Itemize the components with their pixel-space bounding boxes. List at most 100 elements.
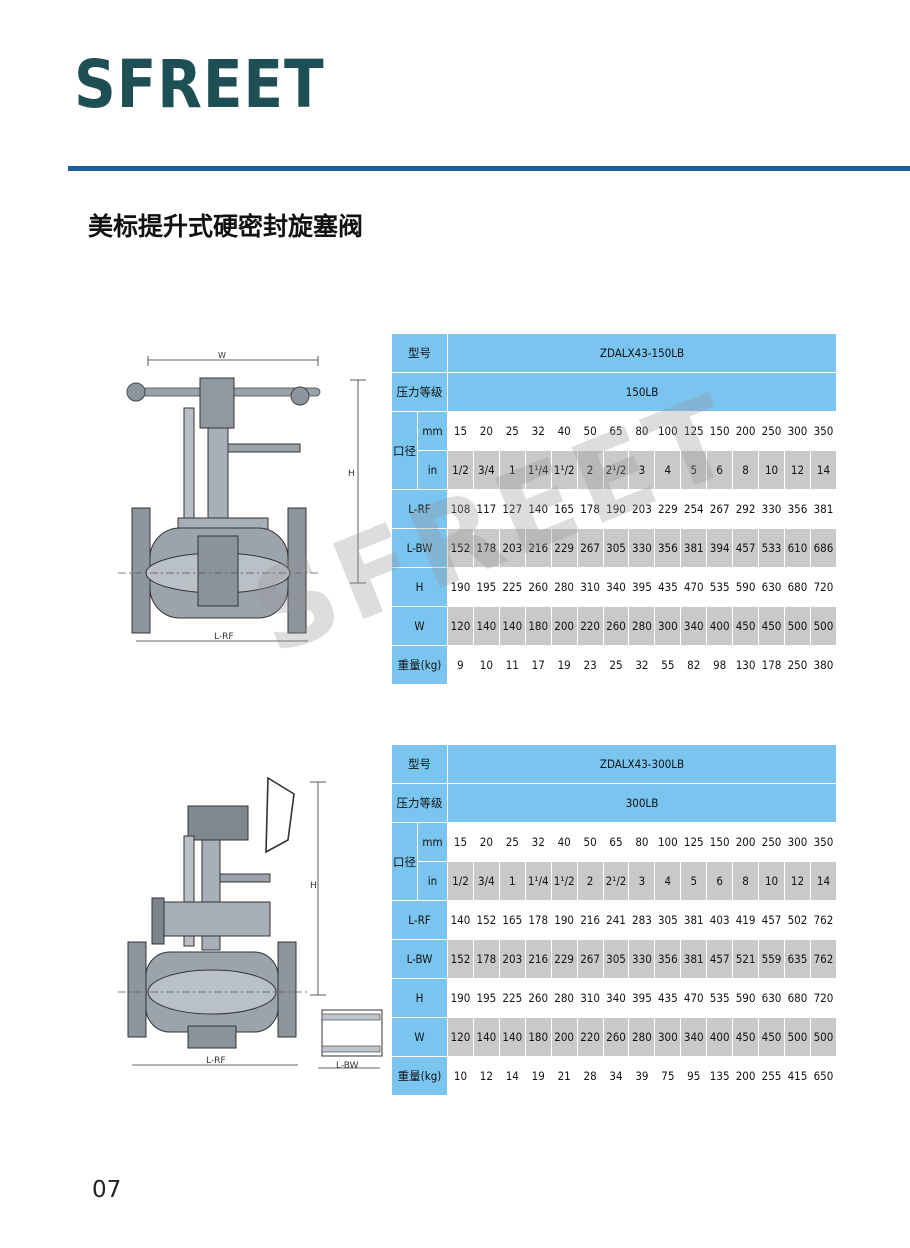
- inch-cell: 8: [732, 450, 760, 490]
- lrf-cell: 267: [706, 489, 734, 529]
- w-cell: 300: [654, 606, 682, 646]
- mm-cell: 200: [732, 411, 760, 451]
- w-cell: 280: [628, 606, 656, 646]
- weight-cell: 32: [628, 645, 656, 685]
- model-label: 型号: [391, 333, 448, 373]
- w-cell: 450: [732, 606, 760, 646]
- h-cell: 395: [628, 978, 656, 1018]
- lrf-cell: 203: [628, 489, 656, 529]
- w-cell: 140: [498, 606, 526, 646]
- page-number: 07: [92, 1177, 122, 1203]
- w-cell: 120: [447, 606, 474, 646]
- weight-cell: 19: [550, 645, 578, 685]
- weight-cell: 23: [576, 645, 604, 685]
- weight-cell: 130: [732, 645, 760, 685]
- lrf-cell: 305: [654, 900, 682, 940]
- weight-cell: 98: [706, 645, 734, 685]
- weight-cell: 28: [576, 1056, 604, 1096]
- lbw-cell: 559: [758, 939, 785, 979]
- mm-cell: 15: [447, 411, 474, 451]
- inch-cell: 1/2: [447, 861, 474, 901]
- lbw-cell: 610: [783, 528, 811, 568]
- lbw-cell: 216: [524, 528, 552, 568]
- weight-cell: 82: [680, 645, 708, 685]
- mm-cell: 40: [550, 411, 578, 451]
- lrf-label: L-RF: [391, 489, 448, 529]
- in-label: in: [417, 450, 448, 490]
- h-cell: 260: [524, 567, 552, 607]
- dim-w-label: W: [218, 351, 226, 360]
- lrf-cell: 165: [550, 489, 578, 529]
- weight-label: 重量(kg): [391, 645, 448, 685]
- dim-h-label-2: H: [310, 881, 317, 891]
- weight-cell: 10: [447, 1056, 474, 1096]
- h-cell: 535: [706, 567, 734, 607]
- w-cell: 300: [654, 1017, 682, 1057]
- weight-cell: 12: [472, 1056, 500, 1096]
- h-cell: 435: [654, 978, 682, 1018]
- w-cell: 450: [758, 1017, 785, 1057]
- lbw-cell: 394: [706, 528, 734, 568]
- mm-cell: 32: [524, 411, 552, 451]
- h-cell: 280: [550, 978, 578, 1018]
- w-cell: 400: [706, 606, 734, 646]
- weight-label: 重量(kg): [391, 1056, 448, 1096]
- dim-lbw-label-2: L-BW: [336, 1061, 359, 1071]
- valve-drawing-150lb: W H L-RF: [118, 351, 366, 642]
- dim-lrf-label-2: L-RF: [206, 1056, 226, 1066]
- model-value: ZDALX43-150LB: [447, 333, 837, 373]
- lrf-cell: 108: [447, 489, 474, 529]
- lbw-cell: 178: [472, 939, 500, 979]
- weight-cell: 250: [783, 645, 811, 685]
- lrf-cell: 292: [732, 489, 760, 529]
- lbw-cell: 216: [524, 939, 552, 979]
- w-cell: 280: [628, 1017, 656, 1057]
- lrf-cell: 127: [498, 489, 526, 529]
- inch-cell: 3/4: [472, 450, 500, 490]
- w-cell: 340: [680, 1017, 708, 1057]
- header-rule: [68, 166, 910, 171]
- model-value: ZDALX43-300LB: [447, 744, 837, 784]
- mm-cell: 40: [550, 822, 578, 862]
- h-cell: 590: [732, 567, 760, 607]
- weight-cell: 39: [628, 1056, 656, 1096]
- w-cell: 450: [732, 1017, 760, 1057]
- w-cell: 340: [680, 606, 708, 646]
- weight-cell: 11: [498, 645, 526, 685]
- pressure-label: 压力等级: [391, 372, 448, 412]
- weight-cell: 14: [498, 1056, 526, 1096]
- weight-cell: 25: [602, 645, 630, 685]
- lbw-cell: 267: [576, 939, 604, 979]
- w-cell: 400: [706, 1017, 734, 1057]
- in-label: in: [417, 861, 448, 901]
- mm-cell: 20: [472, 822, 500, 862]
- lbw-cell: 305: [602, 528, 630, 568]
- h-cell: 470: [680, 567, 708, 607]
- h-cell: 280: [550, 567, 578, 607]
- h-cell: 720: [809, 978, 838, 1018]
- lrf-cell: 381: [809, 489, 838, 529]
- mm-cell: 150: [706, 822, 734, 862]
- w-cell: 500: [809, 606, 838, 646]
- weight-cell: 55: [654, 645, 682, 685]
- weight-cell: 10: [472, 645, 500, 685]
- lrf-cell: 241: [602, 900, 630, 940]
- mm-cell: 32: [524, 822, 552, 862]
- inch-cell: 6: [706, 450, 734, 490]
- mm-cell: 50: [576, 411, 604, 451]
- lrf-cell: 178: [576, 489, 604, 529]
- lrf-cell: 178: [524, 900, 552, 940]
- inch-cell: 1¹/4: [524, 861, 552, 901]
- w-cell: 140: [498, 1017, 526, 1057]
- w-cell: 220: [576, 606, 604, 646]
- lbw-cell: 457: [732, 528, 760, 568]
